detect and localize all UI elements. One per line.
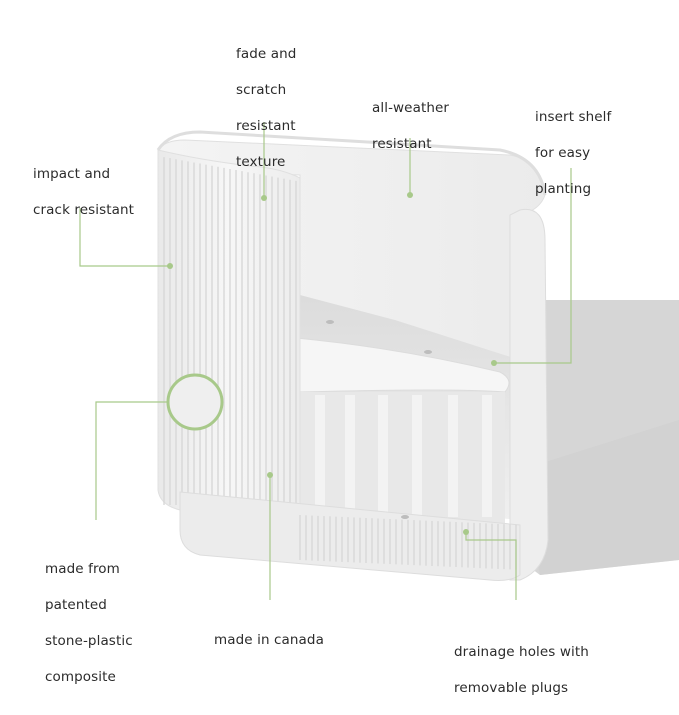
drainage-hole: [401, 515, 409, 519]
shelf-hole: [424, 350, 432, 354]
shelf-front-panel: [300, 392, 505, 525]
shelf-rib: [448, 395, 458, 517]
label-fade-scratch: fade and scratch resistant texture: [236, 46, 297, 170]
shelf-rib: [482, 395, 492, 517]
leader-line: [79, 208, 170, 267]
label-made-in-canada: made in canada: [214, 632, 324, 648]
shelf-hole: [326, 320, 334, 324]
insert-shelf: [295, 337, 510, 393]
shelf-rib: [345, 395, 355, 517]
shelf-rib: [412, 395, 422, 517]
planter-rim: [156, 130, 547, 196]
leader-dot: [463, 529, 469, 535]
front-wall-flutes: [163, 157, 297, 505]
label-insert-shelf: insert shelf for easy planting: [535, 109, 612, 197]
leader-line: [95, 401, 168, 520]
planter-end-cap: [509, 208, 549, 581]
shelf-rib: [378, 395, 388, 517]
leader-line: [494, 168, 572, 364]
label-stone-plastic: made from patented stone-plastic composi…: [45, 561, 133, 685]
label-impact-crack: impact and crack resistant: [33, 166, 135, 218]
leader-dot: [407, 192, 413, 198]
leader-line: [465, 532, 517, 600]
planter-illustration: [79, 122, 679, 600]
leader-dot: [267, 472, 273, 478]
shelf-rib: [315, 395, 325, 517]
floor-shadow-soft: [520, 420, 679, 575]
leader-dot: [261, 195, 267, 201]
planter-base-strip: [179, 491, 521, 581]
texture-zoom-circle: [166, 373, 224, 431]
planter-front-wall: [157, 149, 301, 516]
base-flutes: [299, 515, 517, 570]
leader-dot: [167, 263, 173, 269]
label-drainage-holes: drainage holes with removable plugs: [454, 644, 589, 696]
shelf-ribs: [315, 395, 492, 517]
label-all-weather: all-weather resistant: [372, 100, 450, 152]
product-feature-graphic: fade and scratch resistant texture all-w…: [33, 46, 679, 696]
leader-dot: [491, 360, 497, 366]
